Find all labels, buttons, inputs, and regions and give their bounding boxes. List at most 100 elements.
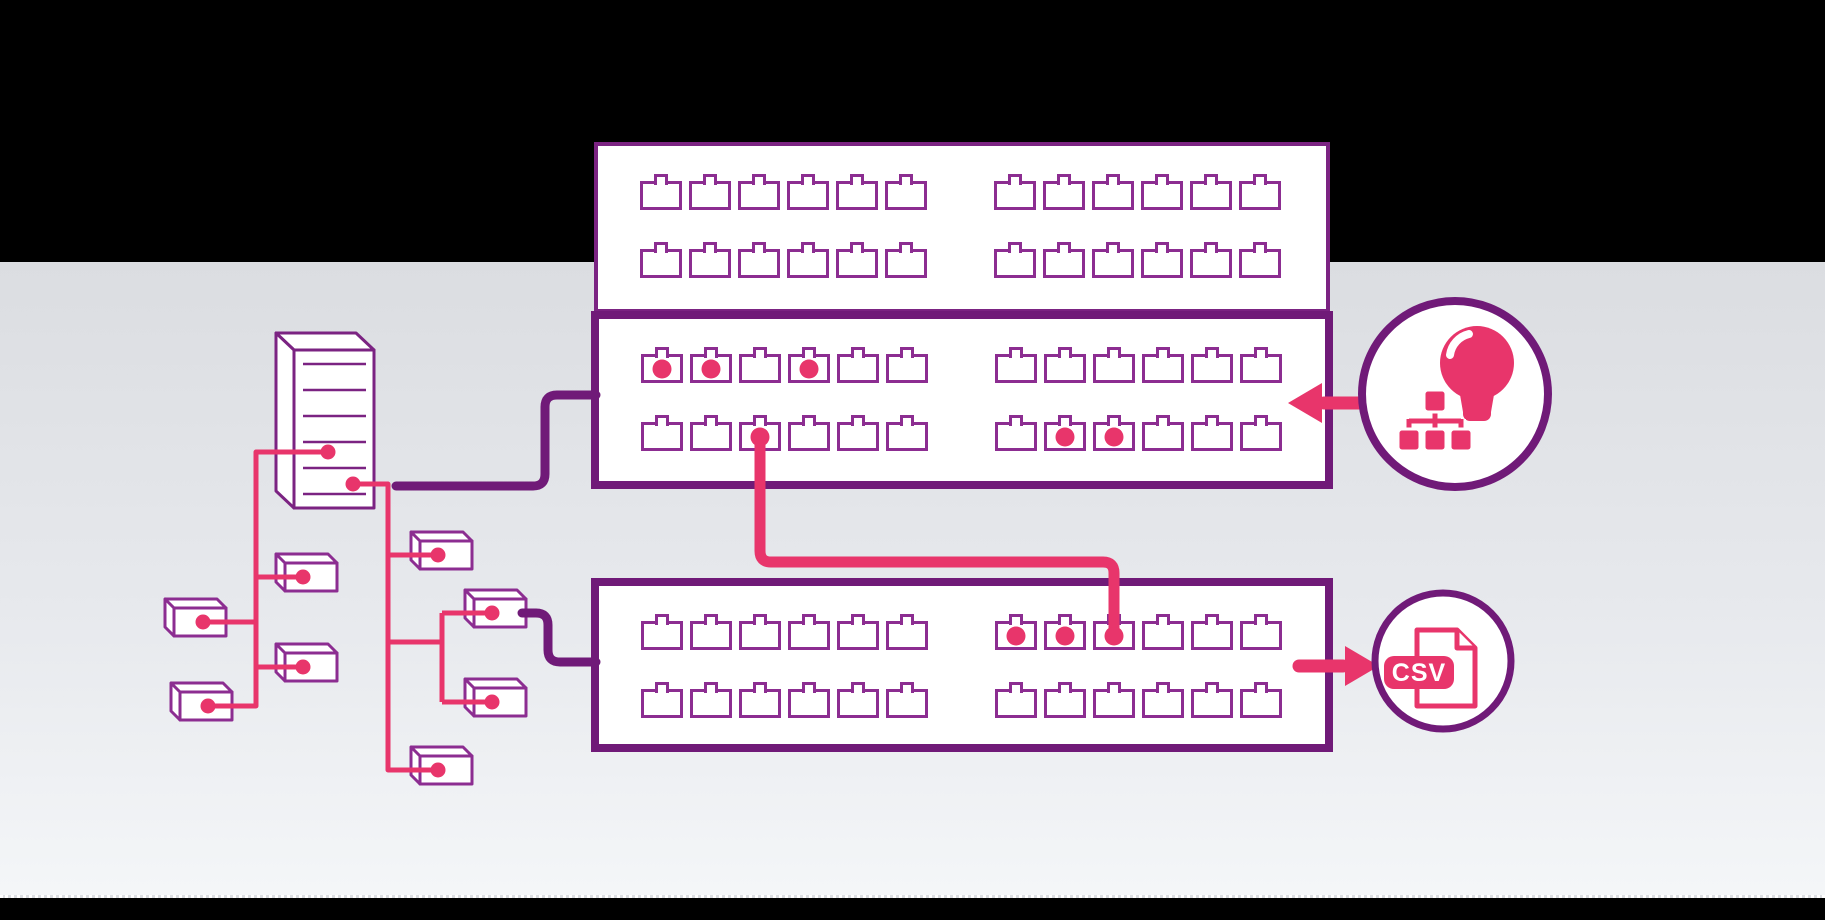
port-body	[1043, 181, 1085, 210]
port-tab	[704, 347, 718, 358]
port-tab	[802, 347, 816, 358]
port	[836, 174, 878, 210]
port-tab	[851, 415, 865, 426]
port-body	[1142, 621, 1184, 650]
port	[1191, 682, 1233, 718]
port-body	[995, 422, 1037, 451]
port	[886, 614, 928, 650]
port-body	[690, 422, 732, 451]
port-body	[787, 249, 829, 278]
port-group	[640, 174, 927, 210]
port	[1044, 682, 1086, 718]
port-body	[1240, 621, 1282, 650]
port	[690, 614, 732, 650]
port	[886, 347, 928, 383]
port-tab	[1156, 614, 1170, 625]
port-body	[690, 689, 732, 718]
port-tab	[1058, 682, 1072, 693]
port-body	[1043, 249, 1085, 278]
port-body	[1239, 181, 1281, 210]
port-group	[995, 614, 1282, 650]
port-body	[1044, 621, 1086, 650]
port-tab	[1156, 415, 1170, 426]
port	[837, 347, 879, 383]
port-body	[1239, 249, 1281, 278]
port-tab	[1008, 174, 1022, 185]
port-body	[1044, 354, 1086, 383]
port-tab	[851, 347, 865, 358]
port	[739, 682, 781, 718]
port	[1093, 682, 1135, 718]
port	[1043, 174, 1085, 210]
port-body	[690, 354, 732, 383]
port-tab	[1205, 415, 1219, 426]
port	[787, 242, 829, 278]
port-group	[641, 347, 928, 383]
port	[788, 415, 830, 451]
port-tab	[703, 242, 717, 253]
port-body	[1093, 422, 1135, 451]
port	[1239, 174, 1281, 210]
port-body	[1191, 621, 1233, 650]
port-tab	[753, 347, 767, 358]
port-body	[1191, 422, 1233, 451]
port-tab	[703, 174, 717, 185]
port	[1092, 242, 1134, 278]
port-group	[994, 174, 1281, 210]
port-body	[788, 621, 830, 650]
port-body	[739, 621, 781, 650]
port-body	[739, 689, 781, 718]
port-body	[641, 621, 683, 650]
port-group	[641, 614, 928, 650]
port-tab	[655, 682, 669, 693]
port-body	[1240, 354, 1282, 383]
port-body	[837, 354, 879, 383]
port-tab	[655, 415, 669, 426]
port-body	[994, 181, 1036, 210]
port-body	[1190, 249, 1232, 278]
port	[641, 682, 683, 718]
port-body	[641, 354, 683, 383]
port-body	[995, 689, 1037, 718]
port	[1239, 242, 1281, 278]
port-tab	[1107, 347, 1121, 358]
port-body	[836, 181, 878, 210]
port-tab	[1205, 682, 1219, 693]
port-group	[641, 415, 928, 451]
port	[1142, 682, 1184, 718]
port-active	[641, 347, 683, 383]
port	[641, 614, 683, 650]
port-active	[1044, 614, 1086, 650]
port-tab	[1254, 347, 1268, 358]
port	[690, 415, 732, 451]
port-tab	[704, 682, 718, 693]
port-body	[1142, 354, 1184, 383]
port-tab	[900, 347, 914, 358]
port	[994, 242, 1036, 278]
port-tab	[1058, 347, 1072, 358]
port-tab	[1155, 174, 1169, 185]
port-active	[1093, 415, 1135, 451]
port-body	[1190, 181, 1232, 210]
port	[1240, 415, 1282, 451]
port-tab	[1009, 415, 1023, 426]
port-tab	[655, 347, 669, 358]
patch-panel-middle	[591, 311, 1333, 489]
port-tab	[1155, 242, 1169, 253]
port-tab	[1009, 682, 1023, 693]
port-body	[738, 181, 780, 210]
port-tab	[1204, 242, 1218, 253]
patch-panel-bottom	[591, 578, 1333, 752]
port-tab	[655, 614, 669, 625]
port-body	[1092, 181, 1134, 210]
port-body	[1240, 422, 1282, 451]
port-tab	[1107, 682, 1121, 693]
port-tab	[1107, 614, 1121, 625]
port-tab	[654, 174, 668, 185]
port-body	[1093, 621, 1135, 650]
port-tab	[1058, 415, 1072, 426]
port-body	[1093, 689, 1135, 718]
port	[1142, 347, 1184, 383]
port-body	[994, 249, 1036, 278]
